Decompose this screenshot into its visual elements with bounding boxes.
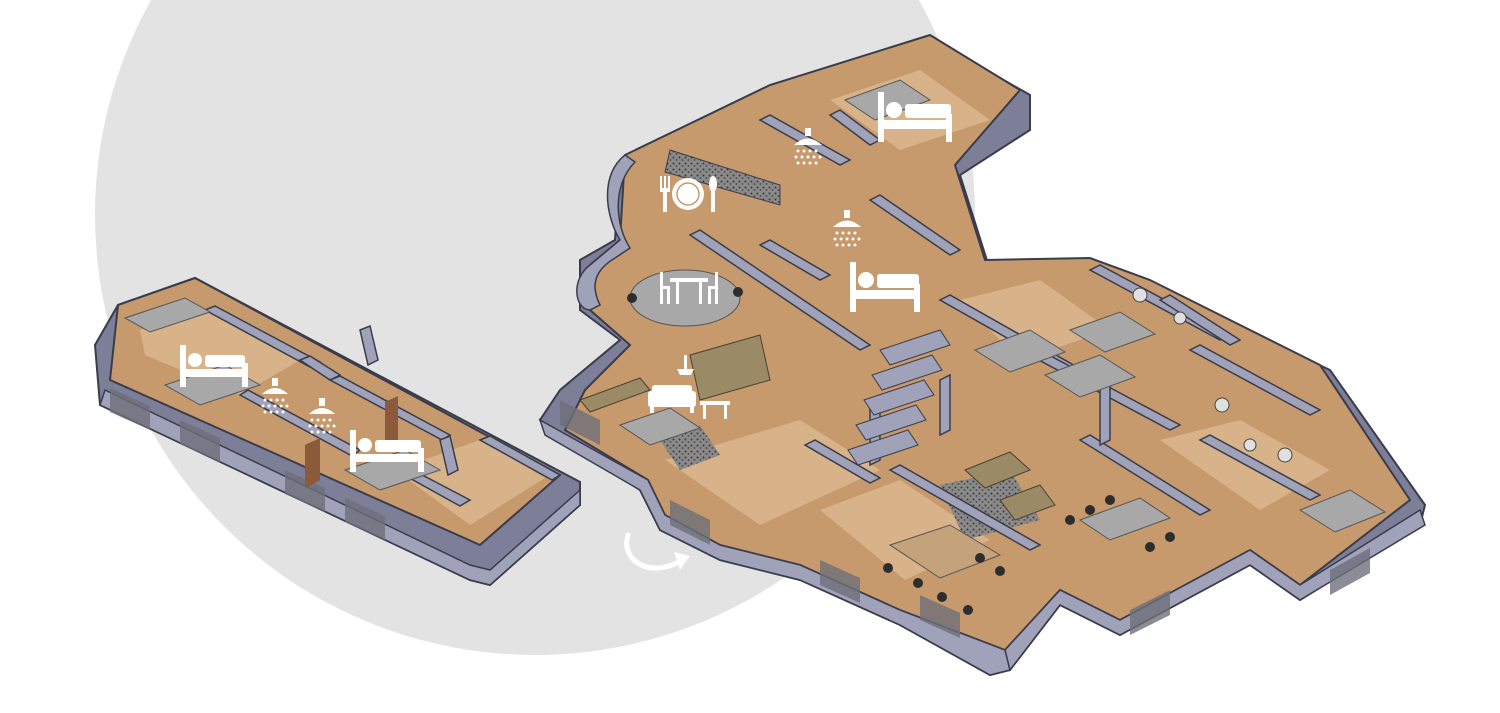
- shower-icon: [261, 378, 289, 414]
- bed-icon: [180, 345, 248, 387]
- shower-icon: [308, 398, 336, 434]
- shower-icon: [833, 210, 861, 247]
- living-room-icon: [648, 355, 730, 419]
- dining-table-icon: [660, 272, 718, 304]
- bed-top: [843, 79, 932, 121]
- floorplan-right: [538, 33, 1427, 677]
- shower-icon: [794, 128, 822, 165]
- bed-icon: [878, 92, 952, 142]
- bed-icon: [850, 262, 920, 312]
- bed-icon: [350, 430, 424, 472]
- dining-icon: [660, 176, 717, 212]
- staircase: [847, 329, 951, 466]
- floorplan-left: [93, 276, 581, 587]
- rotate-arrow-icon: [624, 532, 690, 571]
